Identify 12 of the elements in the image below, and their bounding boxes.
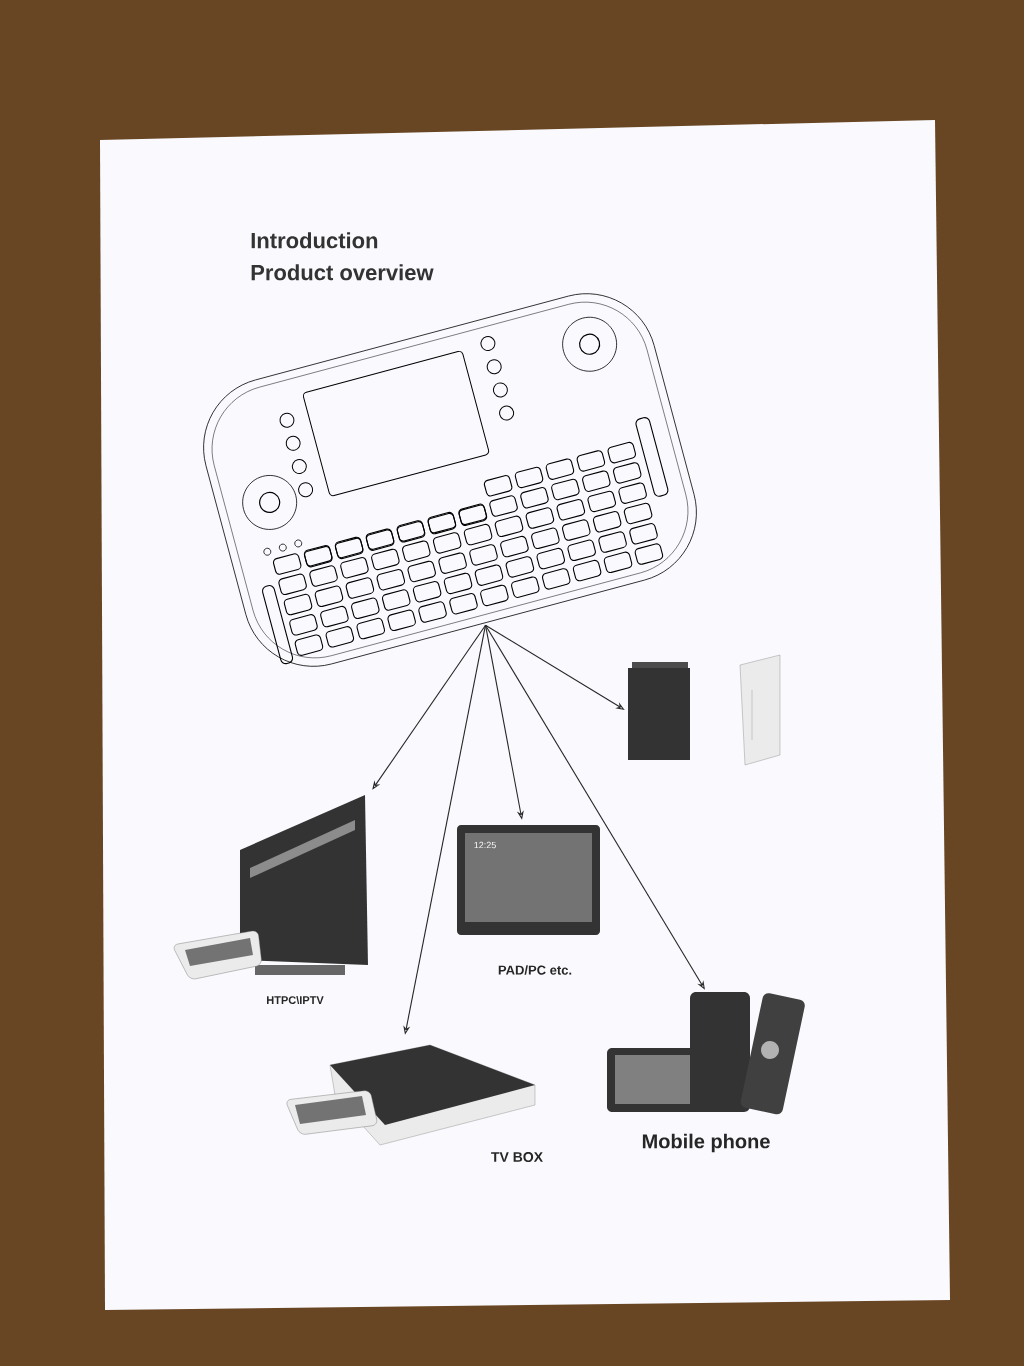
device-label: PAD/PC etc. xyxy=(498,965,572,975)
device-label: HTPC\IPTV xyxy=(267,995,324,1005)
screen-time: 12:25 xyxy=(474,841,496,849)
game-console-drawing xyxy=(628,654,781,766)
device-label: Mobile phone xyxy=(642,1133,770,1153)
subheading: Product overview xyxy=(251,264,434,281)
arrow xyxy=(372,624,487,790)
keyboard-drawing xyxy=(242,316,669,665)
heading: Introduction xyxy=(251,232,378,249)
arrow xyxy=(484,624,705,990)
arrow xyxy=(484,624,625,710)
device-label: TV BOX xyxy=(491,1152,543,1162)
